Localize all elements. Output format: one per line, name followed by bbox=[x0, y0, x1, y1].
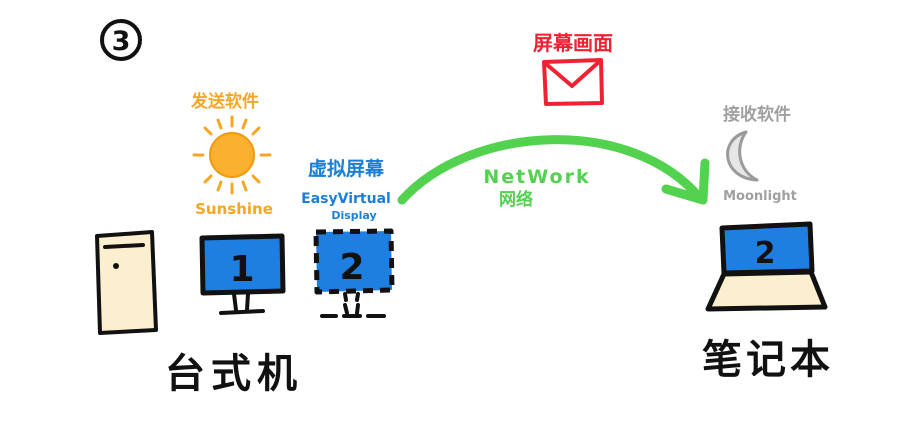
monitor-2-number: 2 bbox=[339, 247, 364, 288]
virtual-display-software: 虚拟屏幕 EasyVirtual Display bbox=[301, 157, 391, 222]
network-arrow bbox=[397, 135, 710, 205]
laptop: 2 bbox=[705, 221, 828, 312]
network-label-cn: 网络 bbox=[499, 189, 533, 210]
sender-title: 发送软件 bbox=[190, 91, 259, 112]
sender-name: Sunshine bbox=[195, 200, 273, 218]
network-label-en: NetWork bbox=[483, 166, 590, 188]
step-number: 3 bbox=[112, 26, 131, 57]
moon-icon bbox=[726, 130, 759, 182]
sun-icon bbox=[192, 115, 272, 195]
envelope-icon bbox=[542, 58, 604, 106]
receiver-title: 接收软件 bbox=[723, 104, 791, 125]
sender-software: 发送软件 Sunshine bbox=[190, 91, 273, 218]
step-badge: 3 bbox=[100, 19, 142, 61]
desktop-label: 台式机 bbox=[165, 351, 303, 397]
laptop-label: 笔记本 bbox=[702, 337, 834, 383]
receiver-software: 接收软件 Moonlight bbox=[723, 104, 797, 204]
monitor-1-number: 1 bbox=[229, 249, 254, 290]
monitor-1: 1 bbox=[199, 233, 286, 315]
virtual-display-title: 虚拟屏幕 bbox=[308, 157, 385, 180]
virtual-display-name-line2: Display bbox=[331, 209, 376, 222]
virtual-monitor-2: 2 bbox=[313, 228, 395, 318]
desktop-tower bbox=[95, 230, 158, 335]
laptop-screen-number: 2 bbox=[755, 236, 776, 271]
screen-image-packet: 屏幕画面 bbox=[533, 31, 613, 106]
receiver-name: Moonlight bbox=[723, 189, 797, 204]
screen-image-label: 屏幕画面 bbox=[533, 31, 613, 55]
virtual-display-name-line1: EasyVirtual bbox=[301, 191, 391, 207]
